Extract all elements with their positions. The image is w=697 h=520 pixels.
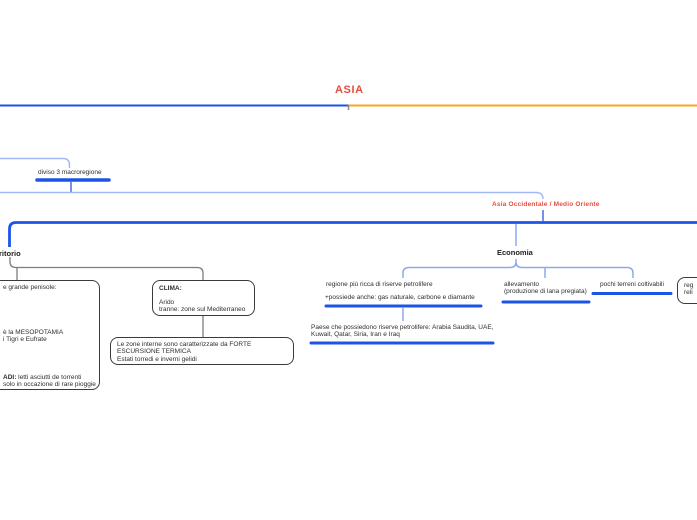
peninsole-line-4-bold: ADI: <box>3 374 17 381</box>
territorio-peninsole-box[interactable]: e grande penisole: è la MESOPOTAMIA i Ti… <box>0 280 100 390</box>
clipped-box-line-2: reli <box>684 289 693 296</box>
node-paesi-line-2[interactable]: Kuwait, Qatar, Siria, Iran e Iraq <box>311 331 400 338</box>
rail-to-asia-occidentale <box>0 191 544 200</box>
clima-title: CLIMA: <box>159 285 182 292</box>
node-allevamento-line-2[interactable]: (produzione di lana pregiata) <box>504 288 587 295</box>
asia-occidentale-bar <box>8 221 697 247</box>
node-petrolifere-line-2[interactable]: +possiede anche: gas naturale, carbone e… <box>325 294 475 301</box>
zone-line-3: Estati torredi e inverni gelidi <box>117 356 197 363</box>
economia-rail-left <box>402 259 517 278</box>
peninsole-line-5: solo in occazione di rare pioggie <box>3 381 96 388</box>
peninsole-line-3: i Tigri e Eufrate <box>3 336 47 343</box>
clima-box[interactable]: CLIMA: Arido tranne: zone sul Mediterran… <box>152 280 255 316</box>
clipped-box-line-1: reg <box>684 282 694 289</box>
peninsole-line-4: ADI: letti asciutti de torrenti <box>3 374 81 381</box>
node-petrolifere-line-1[interactable]: regione più ricca di riserve petrolifere <box>326 281 433 288</box>
clipped-right-box[interactable]: reg reli <box>677 277 697 304</box>
node-allevamento-line-1[interactable]: allevamento <box>504 281 540 288</box>
peninsole-line-2: è la MESOPOTAMIA <box>3 329 64 336</box>
zone-line-1: Le zone interne sono caratterizzate da F… <box>117 341 252 348</box>
node-territorio[interactable]: ritorio <box>0 249 21 258</box>
node-paesi-line-1[interactable]: Paese che possiedono riserve petrolifere… <box>311 324 494 331</box>
clima-line-1: Arido <box>159 299 175 306</box>
zone-line-2: ESCURSIONE TERMICA <box>117 348 191 355</box>
node-asia-occidentale[interactable]: Asia Occidentale / Medio Oriente <box>492 201 600 208</box>
node-terreni-coltivabili[interactable]: pochi terreni coltivabili <box>600 281 664 288</box>
zone-interne-box[interactable]: Le zone interne sono caratterizzate da F… <box>110 337 294 365</box>
territorio-rail <box>9 257 204 280</box>
node-diviso-macroregione[interactable]: diviso 3 macroregione <box>38 169 102 176</box>
clima-line-2: tranne: zone sul Mediterraneo <box>159 306 246 313</box>
root-node-asia[interactable]: ASIA <box>335 84 364 96</box>
peninsole-line-1: e grande penisole: <box>3 284 57 291</box>
diviso-elbow-connector <box>0 157 71 168</box>
peninsole-line-4-rest: letti asciutti de torrenti <box>16 374 82 381</box>
node-economia[interactable]: Economia <box>497 248 533 257</box>
economia-rail-right <box>515 261 634 278</box>
